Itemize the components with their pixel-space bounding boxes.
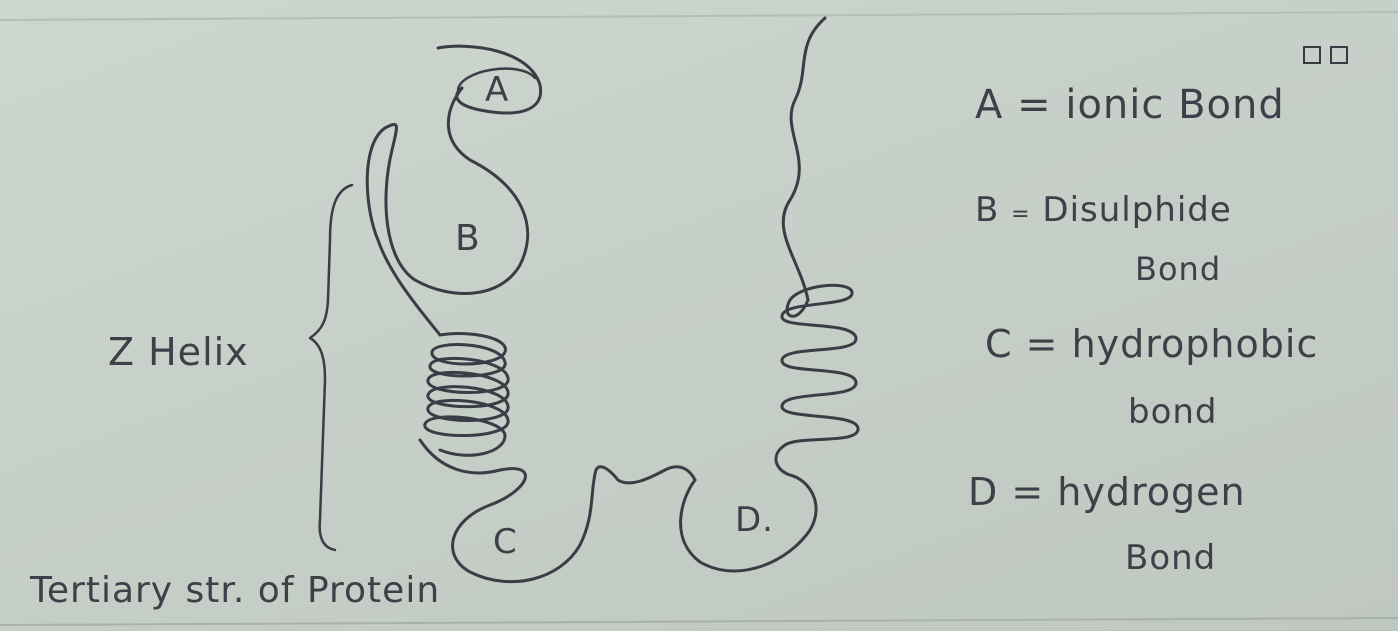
helix-label: Z Helix (108, 330, 249, 374)
label-a-ring (456, 67, 537, 92)
label-c: C (493, 522, 518, 562)
label-b: B (455, 218, 481, 259)
legend-b-sep: = (1011, 202, 1031, 227)
legend-d: D = hydrogen (968, 470, 1246, 514)
legend-b: B = Disulphide (975, 190, 1232, 230)
legend-d-text: hydrogen (1057, 470, 1246, 514)
legend-c-line2: bond (1128, 392, 1218, 432)
legend-b-line2: Bond (1135, 250, 1222, 288)
legend-a-key: A (975, 82, 1004, 128)
hydrogen-bond-loop (679, 473, 818, 573)
legend-d-sep: = (1011, 470, 1045, 514)
label-d: D. (735, 500, 774, 540)
legend-a-sep: = (1017, 82, 1052, 128)
legend-a: A = ionic Bond (975, 82, 1285, 128)
legend-d-key: D (968, 470, 999, 514)
right-tail-chain (781, 16, 827, 302)
legend-a-text: ionic Bond (1065, 82, 1285, 128)
disulphide-bond-loop (365, 86, 530, 337)
checkbox-icon-1 (1303, 46, 1321, 64)
caption: Tertiary str. of Protein (30, 570, 441, 611)
legend-c: C = hydrophobic (985, 322, 1318, 366)
left-alpha-helix (423, 332, 510, 457)
ionic-bond-loop (436, 44, 543, 115)
legend-c-key: C (985, 322, 1013, 366)
legend-b-text: Disulphide (1042, 190, 1232, 230)
legend-c-text: hydrophobic (1071, 322, 1319, 366)
right-alpha-helix (774, 283, 860, 477)
legend-c-sep: = (1025, 322, 1059, 366)
label-a: A (485, 70, 510, 110)
connecting-chain (594, 465, 697, 485)
checkbox-icon-2 (1330, 46, 1348, 64)
hydrophobic-bond-loop (418, 438, 598, 584)
legend-b-key: B (975, 190, 1000, 230)
helix-brace (308, 183, 354, 552)
legend-d-line2: Bond (1125, 538, 1217, 578)
